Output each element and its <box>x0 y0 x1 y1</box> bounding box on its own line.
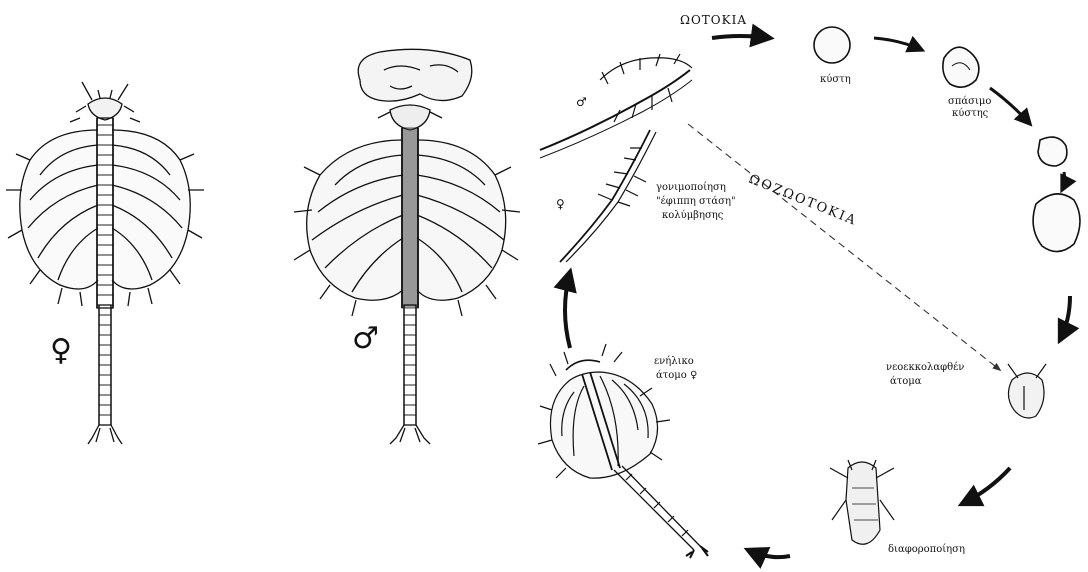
arrow-adult-to-mating <box>565 272 570 348</box>
nauplius-umbrella <box>1033 194 1080 252</box>
adult-label-line1: ενήλικο <box>654 356 694 367</box>
broken-cyst-label-line2: κύστης <box>952 108 989 119</box>
emerging-embryo <box>1038 137 1067 166</box>
mating-male-symbol: ♂ <box>576 95 587 109</box>
cycle-arrows <box>565 36 1070 557</box>
male-symbol: ♂ <box>352 321 379 356</box>
cyst <box>814 27 850 63</box>
cyst-label: κύστη <box>820 74 851 85</box>
oviparity-label: ΩΟΤΟΚΙΑ <box>680 13 747 27</box>
arrow-cyst-to-broken <box>874 38 922 50</box>
fertilization-label-line3: κολύμβησης <box>662 210 724 221</box>
hatched-label-line1: νεοεκκολαφθέν <box>886 362 964 373</box>
oviparity-arrow <box>712 36 770 38</box>
differentiation-drawing <box>830 460 894 544</box>
ovoviviparity-arrow <box>688 124 1000 370</box>
mating-pair-drawing: ♂ ♀ <box>540 54 692 262</box>
adult-label-line2: άτομο ♀ <box>656 370 697 381</box>
ovoviviparity-label: ΩΟΖΩΟΤΟΚΙΑ <box>747 172 860 229</box>
female-symbol: ♀ <box>50 333 72 368</box>
fertilization-label-line1: γονιμοποίηση <box>656 182 726 193</box>
mating-female-symbol: ♀ <box>556 197 565 211</box>
broken-cyst-label-line1: σπάσιμο <box>948 96 991 107</box>
nauplius-drawing <box>1008 364 1046 418</box>
broken-cyst <box>943 47 979 87</box>
arrow-to-nauplius <box>1060 296 1070 340</box>
hatched-label-line2: άτομα <box>890 376 922 387</box>
arrow-broken-to-embryo <box>990 88 1030 124</box>
male-artemia-drawing <box>294 49 520 444</box>
arrow-to-adult <box>748 550 790 557</box>
differentiation-label: διαφοροποίηση <box>888 544 965 555</box>
arrow-to-differentiation <box>962 468 1010 504</box>
fertilization-label-line2: "έφιππη στάση" <box>656 196 736 207</box>
female-artemia-drawing <box>6 82 204 444</box>
arrow-embryo-to-umbrella <box>1062 172 1065 190</box>
